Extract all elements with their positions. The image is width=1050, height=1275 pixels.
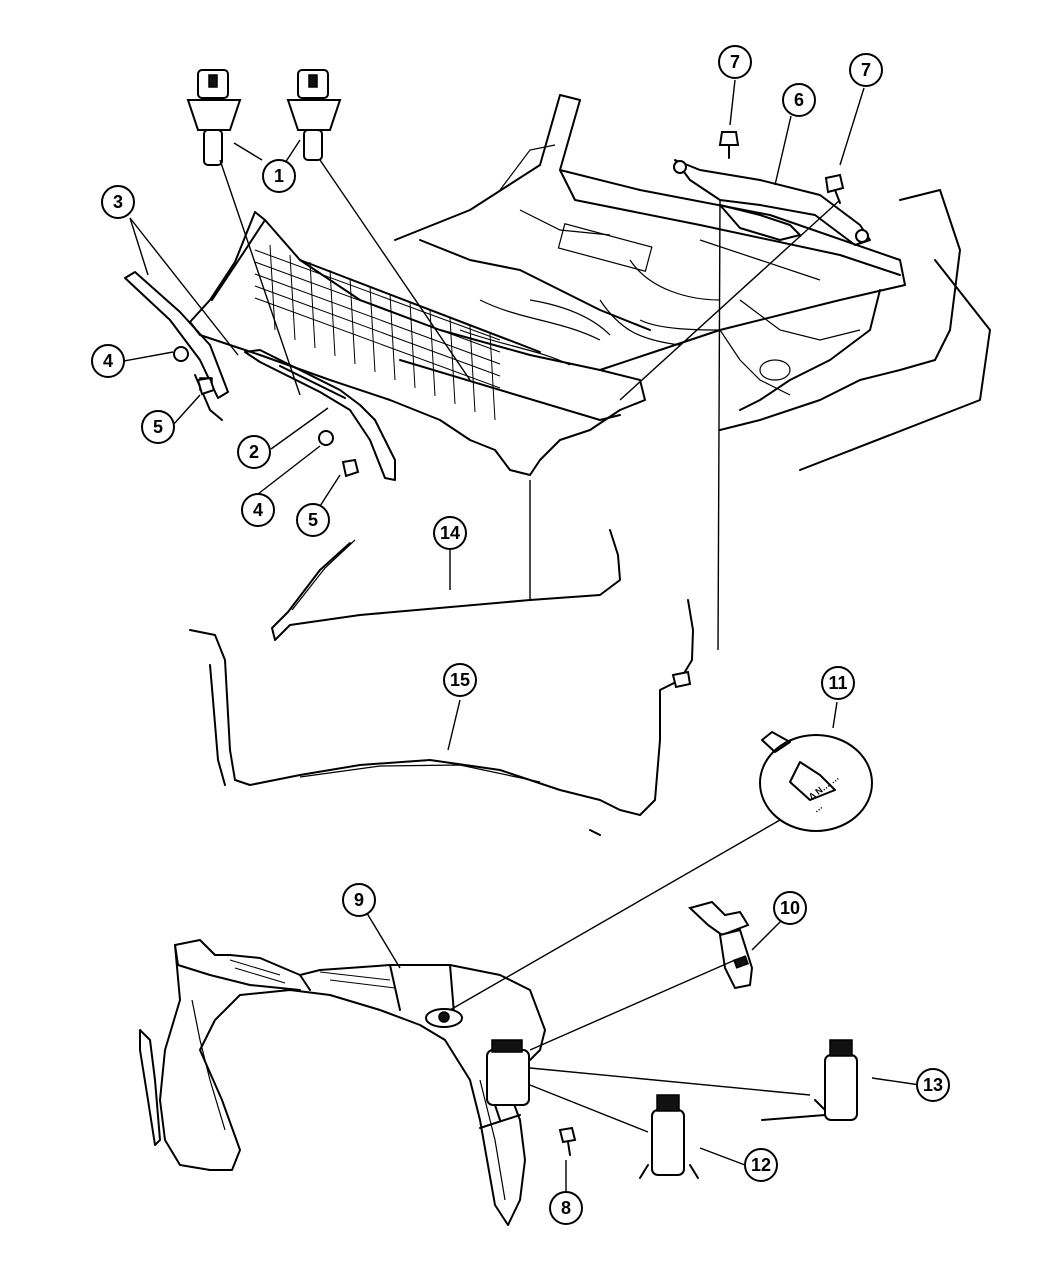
callout-12: 12 <box>744 1148 778 1182</box>
cowl-grille-panel <box>189 211 646 476</box>
callout-3: 3 <box>101 185 135 219</box>
vehicle-body-cowl <box>394 94 991 471</box>
callout-label: 4 <box>253 500 263 520</box>
washer-hose-lower <box>189 599 694 836</box>
reservoir-pump-mount <box>486 1039 530 1121</box>
callout-5-right: 5 <box>296 503 330 537</box>
callout-label: 8 <box>561 1198 571 1218</box>
washer-pump-front <box>639 1094 699 1179</box>
callout-4-left: 4 <box>91 344 125 378</box>
washer-pump-rear <box>761 1039 858 1121</box>
callout-4-right: 4 <box>241 493 275 527</box>
arm-cap-left <box>173 346 189 362</box>
level-sensor <box>688 900 754 990</box>
wiper-blade <box>244 349 396 481</box>
callout-6: 6 <box>782 83 816 117</box>
callout-2: 2 <box>237 435 271 469</box>
callout-label: 1 <box>274 166 284 186</box>
washer-nozzle-left <box>186 69 242 166</box>
bolt-left <box>718 131 740 159</box>
callout-8: 8 <box>549 1191 583 1225</box>
callout-label: 4 <box>103 351 113 371</box>
callout-10: 10 <box>773 891 807 925</box>
callout-13: 13 <box>916 1068 950 1102</box>
callout-label: 2 <box>249 442 259 462</box>
callout-11: 11 <box>821 666 855 700</box>
callout-label: 10 <box>780 898 800 918</box>
arm-cap-right <box>318 430 334 446</box>
wiper-linkage <box>673 159 871 246</box>
callout-1: 1 <box>262 159 296 193</box>
washer-nozzle-right <box>286 69 342 161</box>
callout-label: 3 <box>113 192 123 212</box>
arm-nut-left <box>196 376 216 396</box>
callout-label: 5 <box>308 510 318 530</box>
callout-label: 7 <box>730 52 740 72</box>
callout-label: 5 <box>153 417 163 437</box>
callout-7-left: 7 <box>718 45 752 79</box>
bolt-right <box>824 173 845 204</box>
screw <box>558 1126 577 1156</box>
callout-14: 14 <box>433 516 467 550</box>
callout-label: 14 <box>440 523 460 543</box>
callout-7-right: 7 <box>849 53 883 87</box>
callout-label: 15 <box>450 670 470 690</box>
reservoir-cap: ∆ N… … … <box>759 731 873 832</box>
wiper-arm <box>124 271 229 421</box>
leader-lines <box>123 79 921 1192</box>
arm-nut-right <box>341 458 360 478</box>
callout-label: 12 <box>751 1155 771 1175</box>
callout-label: 6 <box>794 90 804 110</box>
callout-label: 9 <box>354 890 364 910</box>
callout-label: 7 <box>861 60 871 80</box>
callout-label: 13 <box>923 1075 943 1095</box>
callout-9: 9 <box>342 883 376 917</box>
callout-label: 11 <box>828 673 847 693</box>
callout-15: 15 <box>443 663 477 697</box>
washer-hose-upper <box>271 529 621 641</box>
washer-reservoir <box>139 939 546 1226</box>
callout-5-left: 5 <box>141 410 175 444</box>
